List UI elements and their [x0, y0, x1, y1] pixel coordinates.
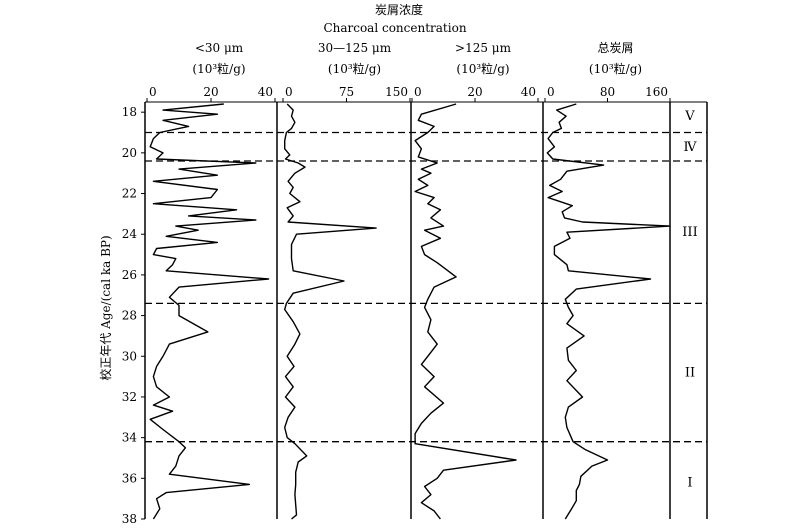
y-tick-label: 36: [122, 471, 137, 485]
panel-4-x-tick-label: 0: [547, 85, 555, 99]
y-axis: 18 20 22 24 26 28 30 32 34 36 38 校正年代 Age/(cal ka B…: [98, 105, 145, 526]
y-tick-label: 28: [122, 309, 137, 323]
panels: <30 μm (10³粒/g) 0 20 40 30—125 μm (10³粒/g) 0 75 1…: [146, 41, 671, 520]
panel-2-name: 30—125 μm: [318, 41, 392, 55]
panel-1-series-line: [149, 103, 270, 520]
panel-3-x-tick-label: 40: [521, 85, 536, 99]
zone-label-3: III: [682, 225, 697, 240]
panel-1-unit: (10³粒/g): [192, 61, 245, 76]
panel-3-x-tick-label: 20: [467, 85, 482, 99]
panel-2-series-line: [284, 103, 377, 520]
panel-2-unit: (10³粒/g): [328, 61, 381, 76]
panel-3-name: >125 μm: [455, 41, 512, 55]
chart-title-en: Charcoal concentration: [323, 21, 466, 35]
zone-label-1: V: [684, 109, 695, 124]
y-tick-label: 22: [122, 187, 137, 201]
panel-1-name: <30 μm: [195, 41, 244, 55]
panel-4-x-tick-label: 80: [600, 85, 615, 99]
plot-frame: [144, 101, 708, 519]
panel-3: >125 μm (10³粒/g) 0 20 40: [411, 41, 539, 520]
panel-1-x-tick-label: 20: [203, 85, 218, 99]
panel-4-x-tick-label: 160: [645, 85, 668, 99]
y-tick-label: 38: [122, 512, 137, 526]
panel-1: <30 μm (10³粒/g) 0 20 40: [146, 41, 276, 520]
panel-2: 30—125 μm (10³粒/g) 0 75 150: [282, 41, 411, 520]
panel-2-x-tick-label: 150: [385, 85, 408, 99]
y-tick-label: 34: [122, 431, 138, 445]
panel-4-name: 总炭屑: [597, 41, 633, 55]
panel-4-unit: (10³粒/g): [589, 61, 642, 76]
zone-label-4: II: [685, 366, 695, 381]
panel-1-x-tick-label: 40: [258, 85, 273, 99]
y-tick-label: 20: [122, 146, 137, 160]
panel-2-x-tick-label: 0: [285, 85, 293, 99]
zone-label-5: I: [687, 475, 692, 490]
y-axis-label: 校正年代 Age/(cal ka BP): [98, 235, 113, 380]
panel-4: 总炭屑 (10³粒/g) 0 80 160: [544, 41, 671, 520]
panel-1-x-tick-label: 0: [149, 85, 157, 99]
y-tick-label: 26: [122, 268, 137, 282]
zone-label-2: Ⅳ: [684, 140, 698, 155]
panel-3-x-tick-label: 0: [414, 85, 422, 99]
y-tick-label: 18: [122, 105, 137, 119]
panel-3-unit: (10³粒/g): [456, 61, 509, 76]
y-tick-label: 24: [122, 227, 138, 241]
panel-4-series-line: [546, 103, 671, 520]
panel-3-series-line: [414, 103, 517, 520]
panel-2-x-tick-label: 75: [339, 85, 354, 99]
y-tick-label: 32: [122, 390, 137, 404]
chart-title-cn: 炭屑浓度: [375, 2, 423, 17]
y-tick-label: 30: [122, 349, 137, 363]
